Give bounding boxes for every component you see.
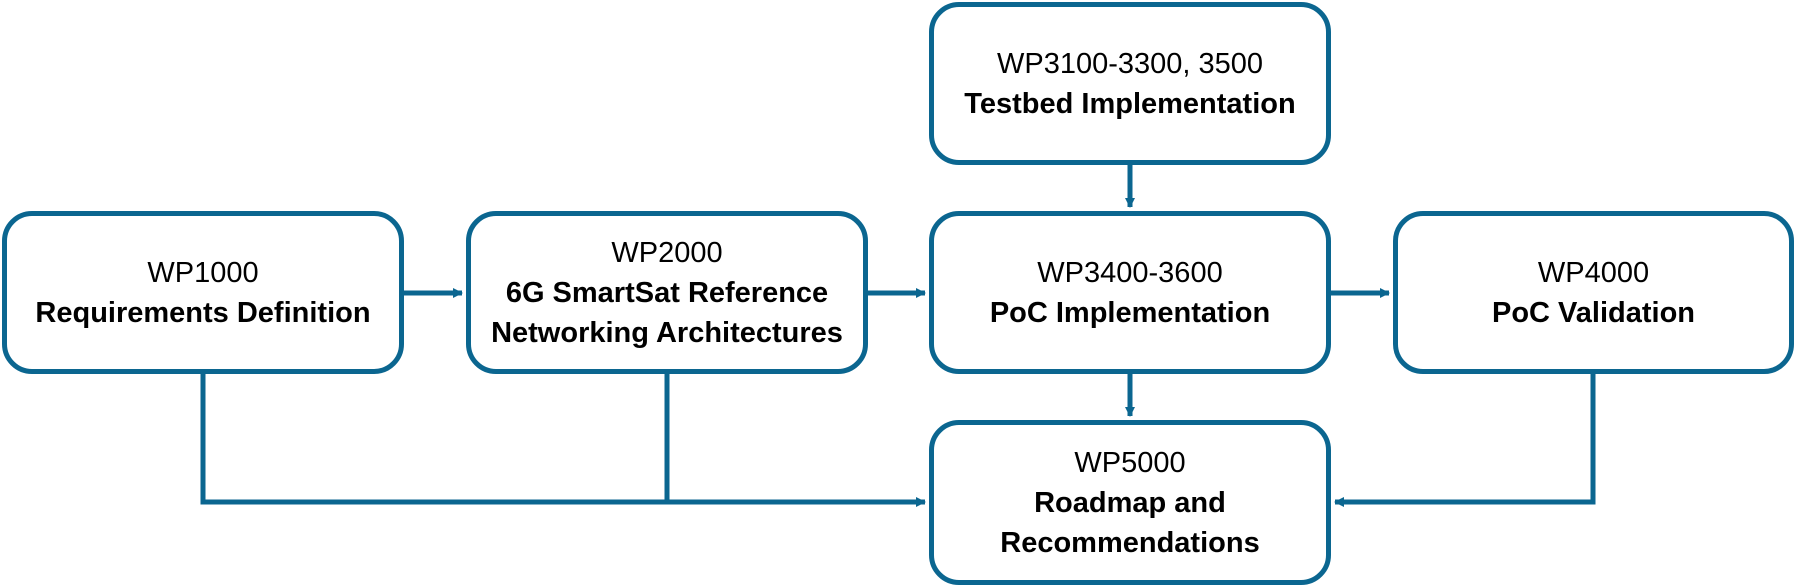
box-wp2000: WP2000 6G SmartSat Reference Networking … (466, 211, 868, 374)
box-title: Requirements Definition (35, 296, 371, 329)
box-code: WP2000 (611, 236, 723, 269)
box-code: WP3400-3600 (1037, 256, 1223, 289)
box-title: Roadmap and Recommendations (1000, 486, 1260, 559)
box-title: Testbed Implementation (964, 87, 1296, 120)
box-title: PoC Implementation (989, 296, 1271, 329)
box-wp3100: WP3100-3300, 3500 Testbed Implementation (929, 2, 1331, 165)
box-code: WP5000 (1074, 446, 1186, 479)
box-code: WP4000 (1537, 256, 1650, 289)
box-code: WP3100-3300, 3500 (996, 47, 1264, 80)
arrow-wp1000-to-wp5000 (200, 374, 926, 507)
box-wp3400: WP3400-3600 PoC Implementation (929, 211, 1331, 374)
box-wp5000: WP5000 Roadmap and Recommendations (929, 420, 1331, 585)
box-wp1000: WP1000 Requirements Definition (2, 211, 404, 374)
box-title: PoC Validation (1491, 296, 1696, 329)
box-code: WP1000 (147, 256, 259, 289)
box-wp4000: WP4000 PoC Validation (1393, 211, 1794, 374)
arrow-wp4000-to-wp5000 (1334, 374, 1596, 507)
box-title: 6G SmartSat Reference Networking Archite… (491, 276, 843, 349)
